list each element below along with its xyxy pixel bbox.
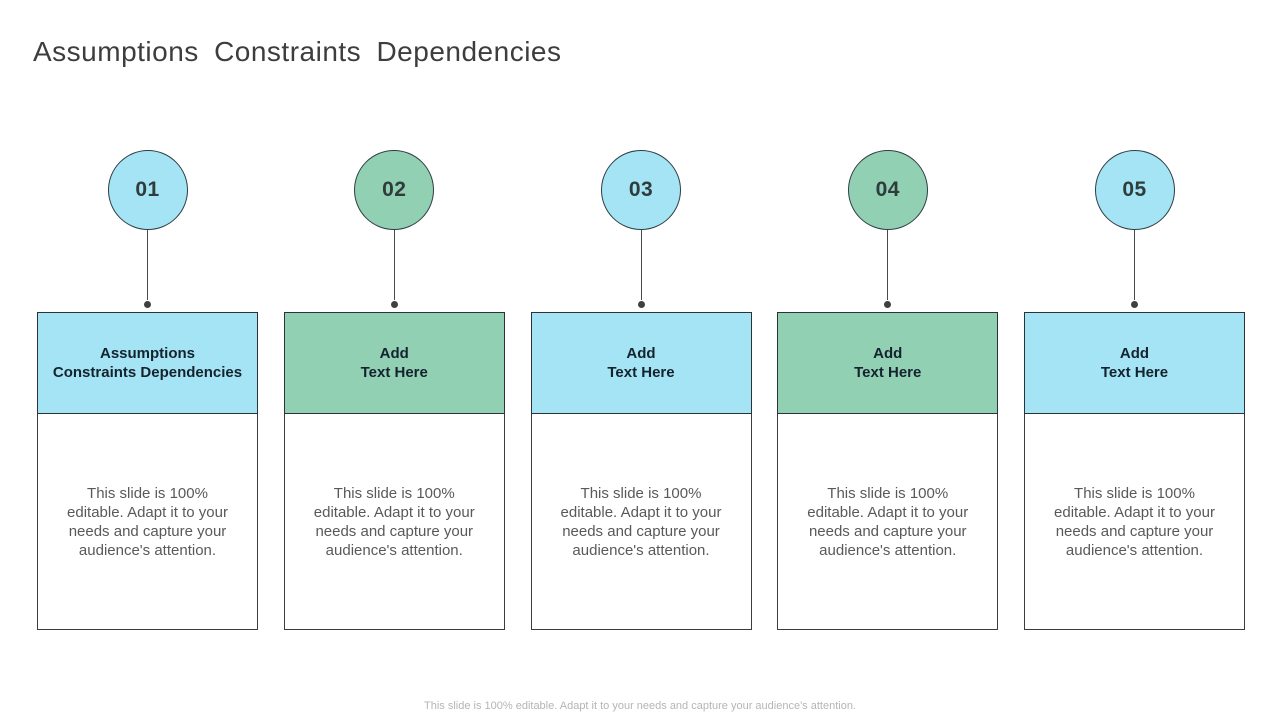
step-header-box-2[interactable]: Add Text Here: [283, 312, 505, 414]
step-number-circle-5[interactable]: 05: [1094, 150, 1175, 230]
step-body-box-4[interactable]: This slide is 100% editable. Adapt it to…: [777, 414, 999, 630]
connector-line-4: [887, 230, 889, 300]
step-number-circle-2[interactable]: 02: [354, 150, 435, 230]
step-number-2: 02: [382, 178, 407, 201]
step-header-box-3[interactable]: Add Text Here: [530, 312, 752, 414]
connector-line-2: [393, 230, 395, 300]
process-columns: 01 Assumptions Constraints Dependencies …: [37, 150, 1245, 630]
step-number-circle-4[interactable]: 04: [847, 150, 928, 230]
step-body-text-4: This slide is 100% editable. Adapt it to…: [807, 484, 969, 559]
step-body-text-5: This slide is 100% editable. Adapt it to…: [1054, 484, 1215, 559]
step-number-circle-3[interactable]: 03: [601, 150, 681, 230]
step-number-3: 03: [628, 178, 654, 201]
connector-dot-3: [637, 301, 645, 308]
step-header-box-4[interactable]: Add Text Here: [777, 312, 999, 414]
step-header-text-1: Assumptions Constraints Dependencies: [52, 345, 243, 381]
step-column-1: 01 Assumptions Constraints Dependencies …: [37, 150, 258, 630]
step-number-5: 05: [1122, 178, 1147, 201]
step-column-2: 02 Add Text Here This slide is 100% edit…: [283, 150, 505, 630]
connector-dot-1: [144, 301, 151, 308]
step-body-box-3[interactable]: This slide is 100% editable. Adapt it to…: [530, 414, 752, 630]
step-header-text-3: Add Text Here: [607, 345, 675, 381]
step-body-box-5[interactable]: This slide is 100% editable. Adapt it to…: [1024, 414, 1245, 630]
slide-footer-note: This slide is 100% editable. Adapt it to…: [424, 700, 856, 712]
step-number-1: 01: [135, 178, 160, 201]
connector-line-5: [1134, 230, 1135, 300]
slide-title[interactable]: Assumptions Constraints Dependencies: [33, 36, 562, 67]
step-header-box-1[interactable]: Assumptions Constraints Dependencies: [37, 312, 258, 414]
step-body-text-1: This slide is 100% editable. Adapt it to…: [67, 484, 228, 559]
step-body-text-3: This slide is 100% editable. Adapt it to…: [560, 484, 722, 559]
step-number-circle-1[interactable]: 01: [107, 150, 188, 230]
connector-dot-5: [1131, 301, 1138, 308]
step-column-4: 04 Add Text Here This slide is 100% edit…: [777, 150, 999, 630]
step-header-box-5[interactable]: Add Text Here: [1024, 312, 1245, 414]
step-number-4: 04: [875, 178, 900, 201]
step-body-text-2: This slide is 100% editable. Adapt it to…: [313, 484, 475, 559]
connector-line-1: [147, 230, 148, 300]
connector-dot-2: [390, 301, 398, 308]
step-header-text-4: Add Text Here: [854, 345, 922, 381]
step-column-3: 03 Add Text Here This slide is 100% edit…: [530, 150, 752, 630]
connector-dot-4: [884, 301, 892, 308]
step-body-box-2[interactable]: This slide is 100% editable. Adapt it to…: [283, 414, 505, 630]
connector-line-3: [640, 230, 642, 300]
step-header-text-5: Add Text Here: [1100, 345, 1169, 381]
step-body-box-1[interactable]: This slide is 100% editable. Adapt it to…: [37, 414, 258, 630]
step-column-5: 05 Add Text Here This slide is 100% edit…: [1024, 150, 1245, 630]
step-header-text-2: Add Text Here: [360, 345, 428, 381]
